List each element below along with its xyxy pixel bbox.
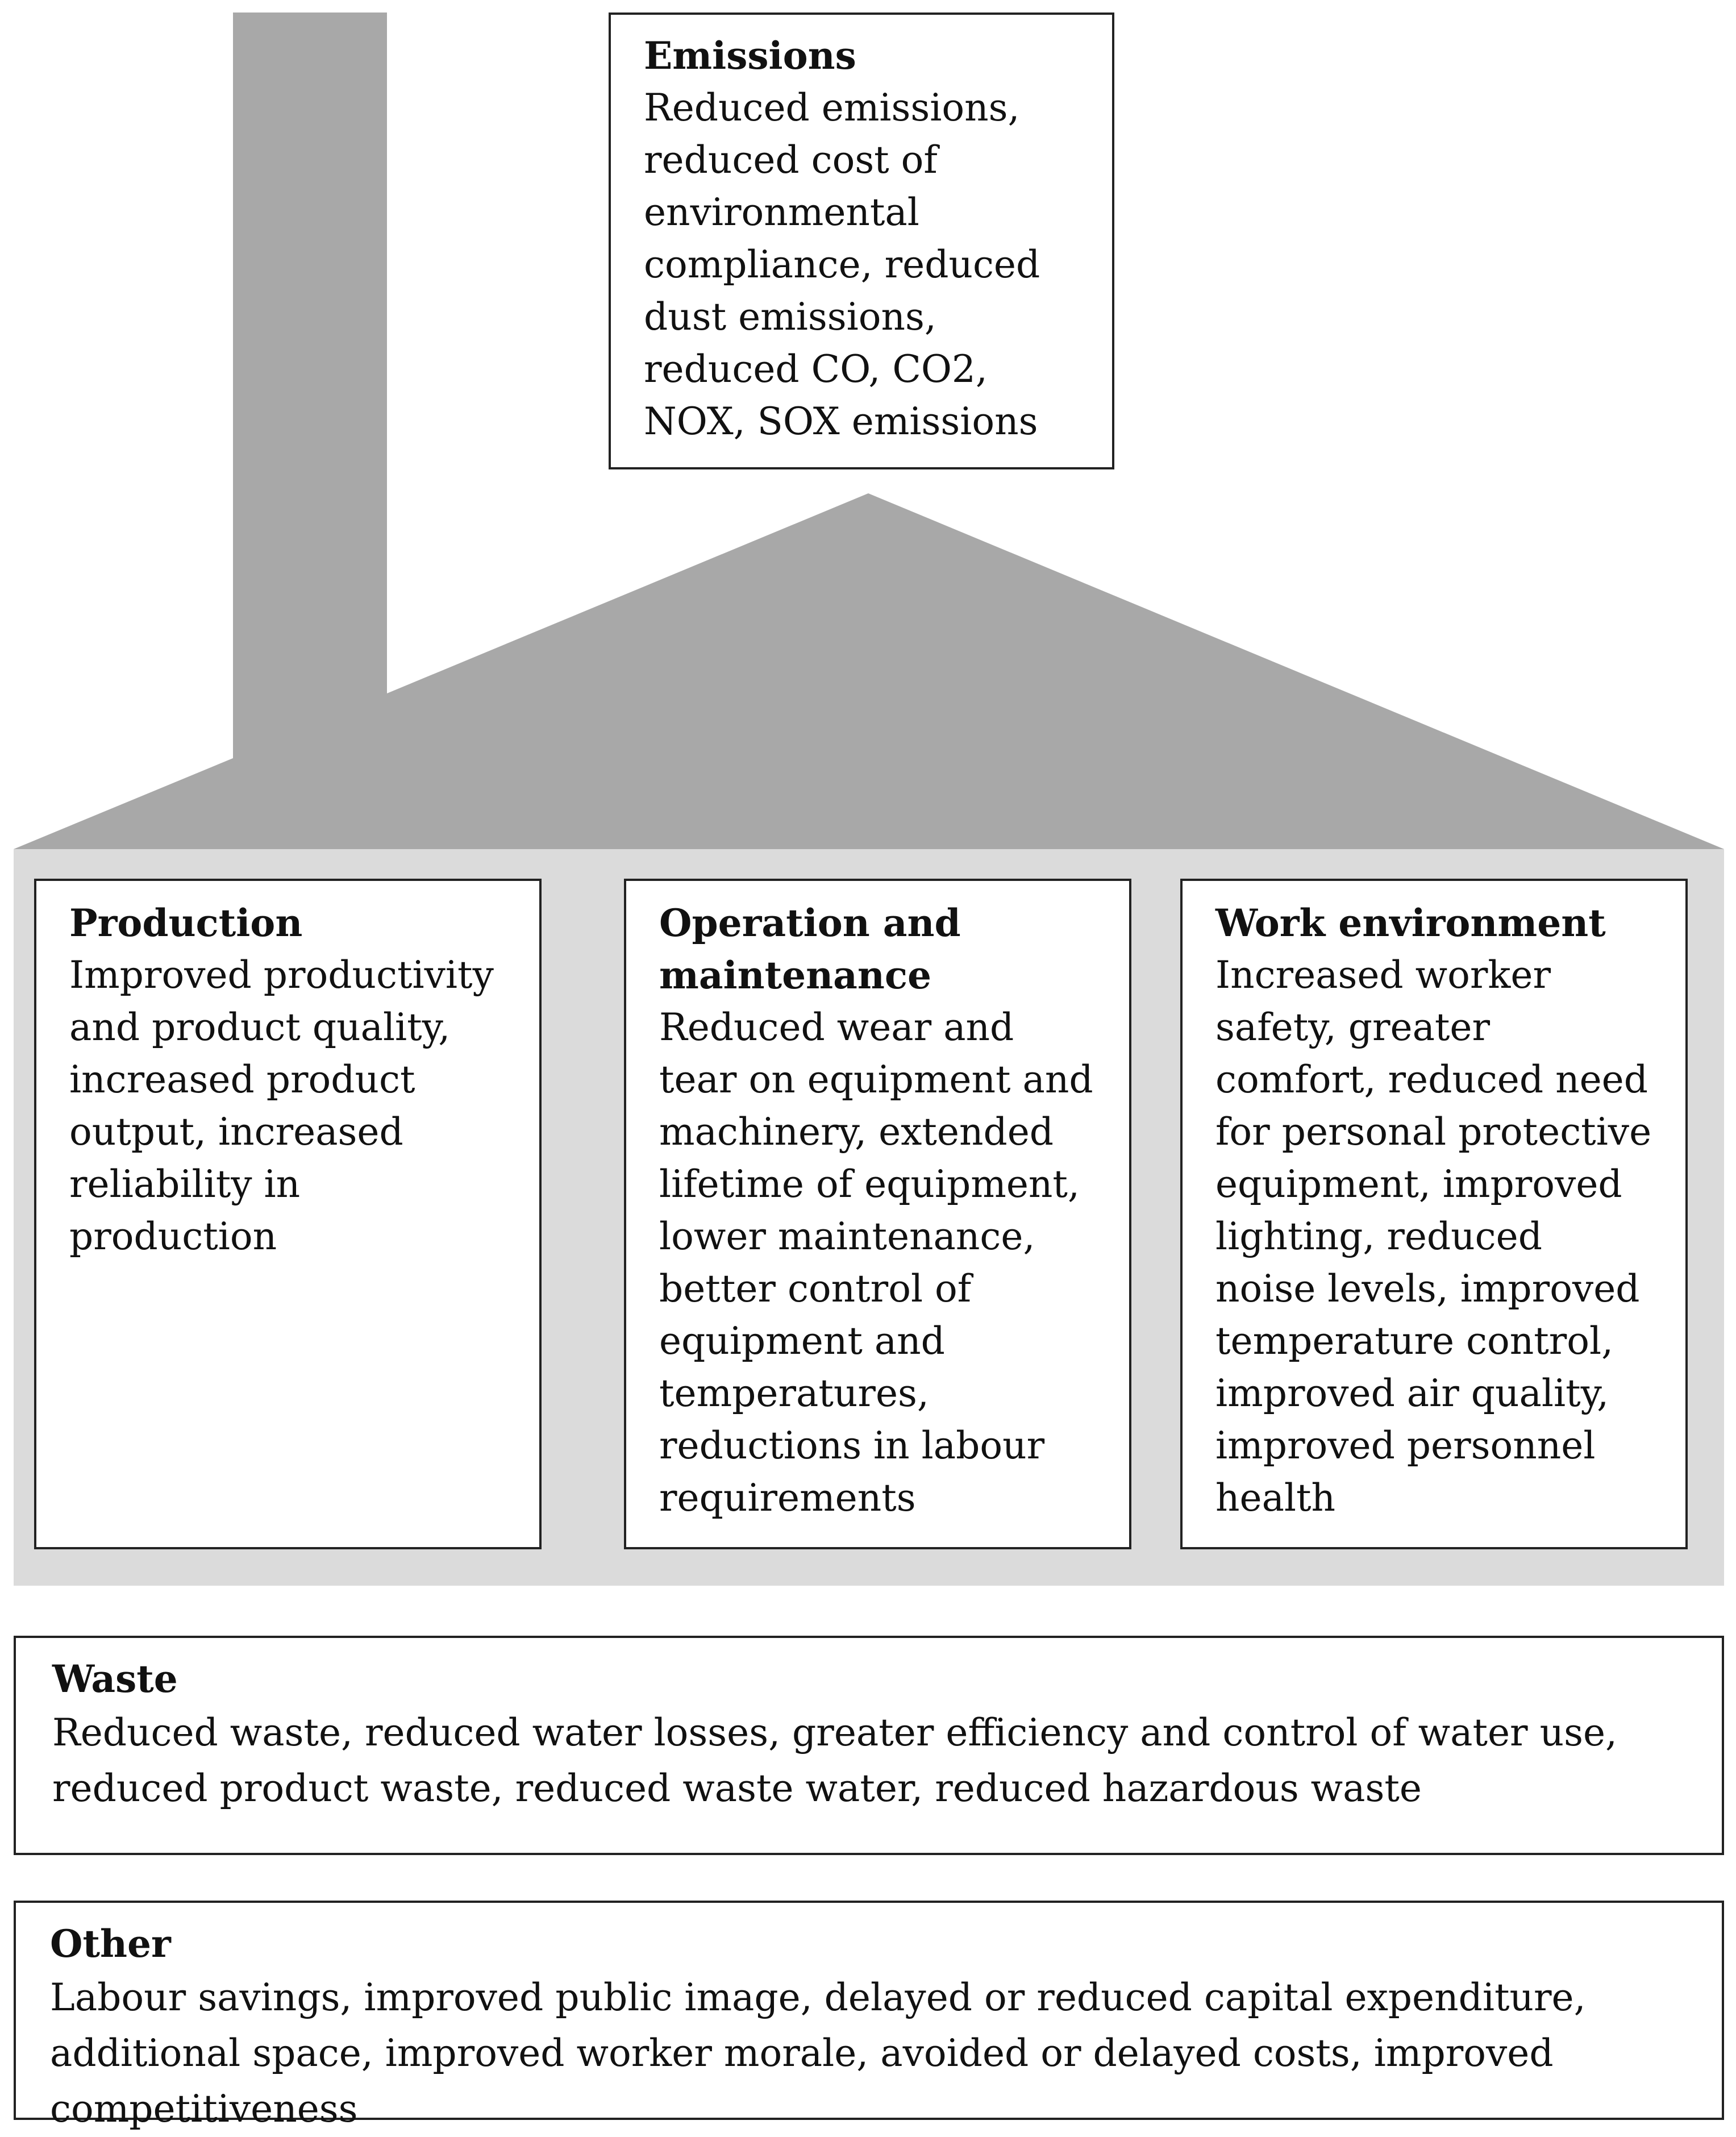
roof-and-chimney xyxy=(14,13,1724,849)
other-text: Labour savings, improved public image, d… xyxy=(50,1976,1586,2131)
emissions-title: Emissions xyxy=(644,34,856,78)
other-box: Other Labour savings, improved public im… xyxy=(14,1901,1724,2131)
operation-maintenance-text: Reduced wear and tear on equipment and m… xyxy=(659,1005,1093,1520)
production-title: Production xyxy=(69,901,303,945)
work-environment-title: Work environment xyxy=(1215,901,1606,945)
operation-maintenance-box: Operation and maintenance Reduced wear a… xyxy=(624,879,1131,1549)
work-environment-box: Work environment Increased worker safety… xyxy=(1180,879,1688,1549)
waste-text: Reduced waste, reduced water losses, gre… xyxy=(52,1711,1617,1810)
operation-maintenance-title: Operation and maintenance xyxy=(659,901,961,997)
emissions-box: Emissions Reduced emissions, reduced cos… xyxy=(609,13,1114,469)
production-text: Improved productivity and product qualit… xyxy=(69,953,494,1258)
waste-box: Waste Reduced waste, reduced water losse… xyxy=(14,1636,1724,1855)
work-environment-text: Increased worker safety, greater comfort… xyxy=(1215,953,1652,1520)
other-title: Other xyxy=(50,1922,171,1966)
production-box: Production Improved productivity and pro… xyxy=(34,879,542,1549)
emissions-text: Reduced emissions, reduced cost of envir… xyxy=(644,86,1040,443)
waste-title: Waste xyxy=(52,1657,178,1701)
